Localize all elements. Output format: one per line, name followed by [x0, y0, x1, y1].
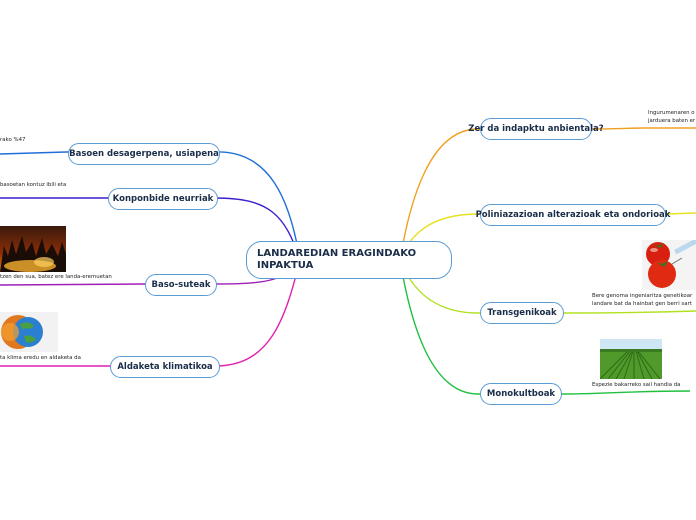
- note-transgenikoak-line2: landare bat da hainbat gen berri sart: [592, 301, 692, 307]
- center-topic-label: LANDAREDIAN ERAGINDAKO INPAKTUA: [257, 248, 417, 271]
- note-transgenikoak-line1: Bere genoma ingeniaritza genetikoar: [592, 293, 693, 299]
- note-basoen: rako %47: [0, 137, 26, 143]
- note-konponbide: basoetan kontuz ibili eta: [0, 182, 67, 188]
- branch-basoen-label: Basoen desagerpena, usiapena: [69, 149, 219, 159]
- link-monokultboak: [399, 259, 691, 395]
- branch-basoen[interactable]: Basoen desagerpena, usiapena: [68, 143, 220, 165]
- forest-fire-image: [0, 226, 66, 272]
- branch-aldaketa[interactable]: Aldaketa klimatikoa: [110, 356, 220, 378]
- note-monokultboak: Espezie bakarreko sail handia da: [592, 382, 681, 388]
- note-zerda-line1: Ingurumenaren o: [648, 110, 695, 116]
- branch-transgenikoak[interactable]: Transgenikoak: [480, 302, 564, 324]
- branch-poliniazazioa-label: Poliniazazioan alterazioak eta ondorioak: [475, 210, 671, 220]
- branch-zerda-label: Zer da indapktu anbientala?: [468, 124, 604, 134]
- climate-globe-image: [0, 312, 58, 352]
- branch-monokultboak[interactable]: Monokultboak: [480, 383, 562, 405]
- branch-zerda[interactable]: Zer da indapktu anbientala?: [468, 118, 604, 140]
- branch-poliniazazioa[interactable]: Poliniazazioan alterazioak eta ondorioak: [476, 204, 670, 226]
- branch-monokultboak-label: Monokultboak: [486, 389, 556, 399]
- underline-basoen: [0, 151, 67, 155]
- link-transgenikoak: [399, 259, 696, 314]
- link-aldaketa: [110, 259, 301, 367]
- link-basoen: [66, 151, 301, 261]
- branch-transgenikoak-label: Transgenikoak: [487, 308, 557, 318]
- branch-basosuteak-label: Baso-suteak: [151, 280, 211, 290]
- note-aldaketa: ta klima eredu en aldaketa da: [0, 355, 81, 361]
- note-zerda-line2: jarduera baten er: [648, 118, 696, 124]
- branch-aldaketa-label: Aldaketa klimatikoa: [117, 362, 213, 372]
- branch-konponbide[interactable]: Konponbide neurriak: [108, 188, 218, 210]
- branch-basosuteak[interactable]: Baso-suteak: [145, 274, 217, 296]
- branch-konponbide-label: Konponbide neurriak: [112, 194, 214, 204]
- note-basosuteak: tzen den sua, batez ere landa-eremuetan: [0, 274, 112, 280]
- underline-basosuteak: [0, 283, 146, 286]
- link-zerda: [399, 127, 696, 261]
- crop-field-image: [600, 339, 662, 379]
- center-topic[interactable]: LANDAREDIAN ERAGINDAKO INPAKTUA: [246, 241, 452, 279]
- tomato-syringe-image: [642, 240, 696, 290]
